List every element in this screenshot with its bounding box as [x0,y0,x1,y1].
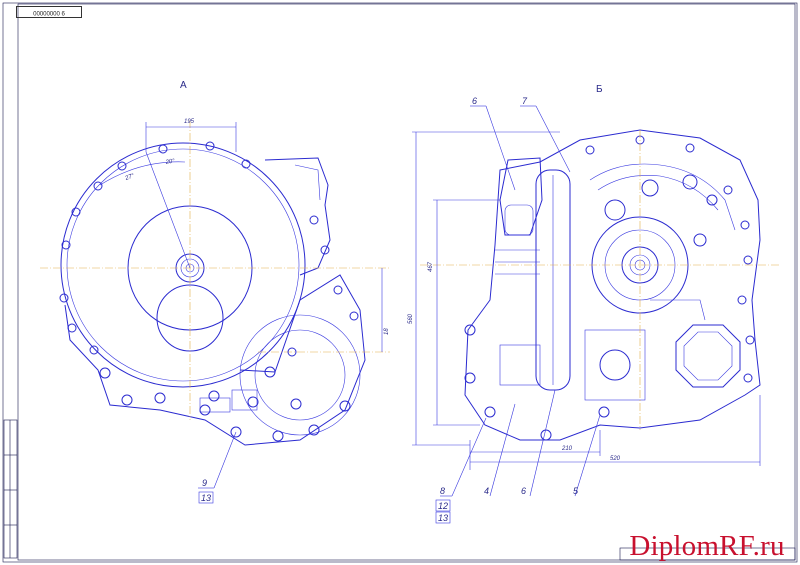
view-b-drawing [412,105,780,524]
side-stamp [3,419,18,559]
leader-b-13: 13 [438,513,448,523]
dim-angle-20: 20° [164,158,176,166]
brand-watermark[interactable]: DiplomRF.ru [629,530,785,562]
dim-520: 520 [610,456,621,462]
corner-stamp: 9 00000000 [16,6,82,18]
inner-frame [17,3,796,561]
leader-b-5: 5 [573,486,579,496]
leader-a-9: 9 [202,478,207,488]
leader-b-12: 12 [438,501,448,511]
leader-b-6-top: 6 [472,96,477,106]
dim-560: 560 [408,313,414,324]
leader-b-4: 4 [484,486,489,496]
leader-a-13: 13 [201,493,211,503]
dim-angle-27: 27° [124,173,136,182]
leader-b-7: 7 [522,96,528,106]
view-a-drawing [40,120,390,504]
dim-195: 195 [184,119,195,125]
view-b-label: Б [596,84,603,95]
dim-210: 210 [561,446,573,452]
title-block [619,547,796,561]
leader-b-6: 6 [521,486,526,496]
dim-18: 18 [384,328,390,335]
leader-b-8: 8 [440,486,445,496]
dim-467: 467 [428,261,434,272]
view-a-label: А [180,80,187,91]
